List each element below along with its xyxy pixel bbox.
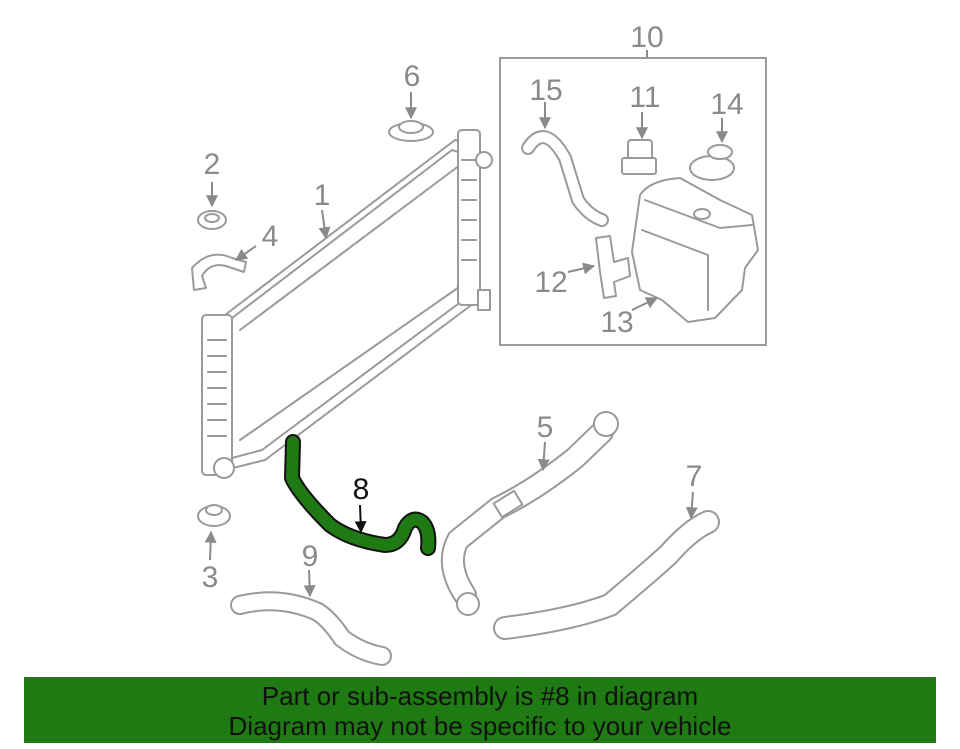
callout-labels: 1 2 3 4 5 6 7 8 9 10 11 12 13 14 15 bbox=[202, 21, 744, 594]
bracket-part-4 bbox=[191, 253, 247, 291]
callout-4: 4 bbox=[262, 220, 279, 253]
callout-2: 2 bbox=[204, 148, 221, 181]
callout-15: 15 bbox=[529, 74, 562, 107]
highlighted-hose-part-8 bbox=[284, 434, 437, 556]
callout-6: 6 bbox=[404, 60, 421, 93]
callout-7: 7 bbox=[686, 460, 703, 493]
callout-14: 14 bbox=[710, 88, 743, 121]
reservoir-kit-box bbox=[499, 50, 767, 346]
callout-10: 10 bbox=[630, 21, 663, 54]
callout-13: 13 bbox=[600, 306, 633, 339]
grommet-part-2 bbox=[197, 210, 227, 230]
banner-line-2: Diagram may not be specific to your vehi… bbox=[228, 711, 732, 741]
reservoir-tank-part-13 bbox=[631, 177, 759, 323]
hose-part-7 bbox=[493, 510, 720, 640]
hose-part-9 bbox=[230, 591, 392, 666]
callout-5: 5 bbox=[537, 411, 554, 444]
notice-banner: Part or sub-assembly is #8 in diagram Di… bbox=[24, 677, 936, 743]
leader-lines bbox=[204, 92, 728, 598]
hose-part-15 bbox=[521, 130, 609, 227]
reservoir-cap-part-14 bbox=[689, 144, 735, 181]
radiator-cap-part-6 bbox=[388, 120, 434, 142]
callout-3: 3 bbox=[202, 561, 219, 594]
bracket-part-12 bbox=[595, 235, 631, 299]
mount-part-3 bbox=[197, 504, 231, 527]
radiator bbox=[201, 129, 493, 479]
callout-1: 1 bbox=[314, 179, 331, 212]
hose-part-5 bbox=[440, 411, 619, 616]
callout-11: 11 bbox=[629, 81, 660, 114]
callout-8: 8 bbox=[353, 473, 370, 506]
callout-9: 9 bbox=[302, 540, 319, 573]
banner-line-1: Part or sub-assembly is #8 in diagram bbox=[261, 681, 699, 711]
callout-12: 12 bbox=[534, 266, 567, 299]
sensor-part-11 bbox=[621, 139, 657, 175]
